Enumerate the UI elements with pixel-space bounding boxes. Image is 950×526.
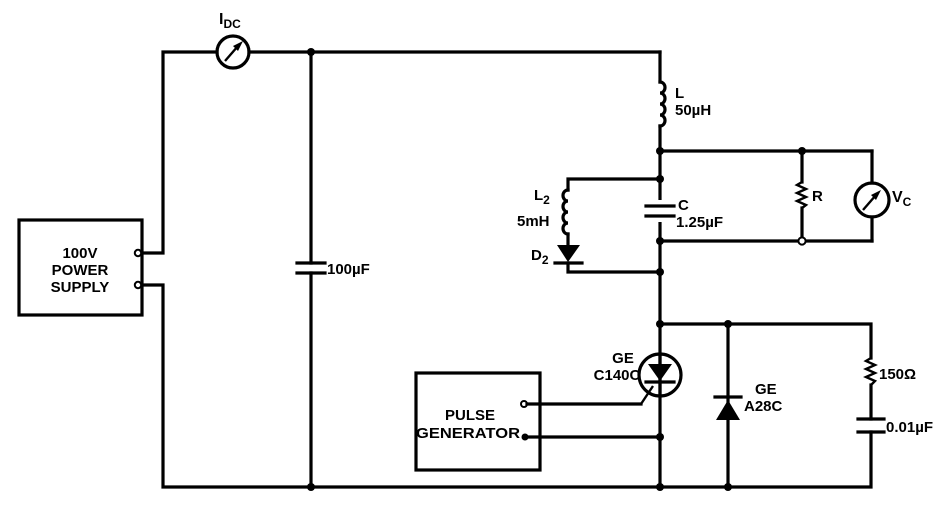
scr-triangle [648, 364, 672, 381]
resistor-r-zigzag [794, 180, 809, 209]
ammeter-label: IDC [219, 11, 241, 31]
node-scr-cathode [656, 433, 664, 441]
snubber-resistor-zigzag [863, 356, 878, 386]
node-bottom-scr [656, 483, 664, 491]
power-supply-label-2: POWER [52, 262, 109, 279]
wire-supply-positive [137, 50, 219, 255]
inductor-l-coil [658, 80, 667, 128]
scr-part: C140C [594, 367, 641, 384]
cap-c-value: 1.25µF [676, 214, 723, 231]
terminal-supply-negative [133, 280, 143, 290]
diode-d2-triangle [557, 245, 580, 262]
pulse-generator-box [414, 371, 542, 472]
filter-cap-value: 100µF [327, 261, 370, 278]
node-bottom-filter [307, 483, 315, 491]
filter-capacitor: 100µF [295, 50, 370, 489]
l2-d2-branch: L2 5mH D2 [517, 177, 662, 274]
cap-c-name: C [678, 197, 689, 214]
diode-a28c-part: A28C [744, 398, 783, 415]
power-supply-box [17, 218, 144, 317]
node-bottom-diode [724, 483, 732, 491]
inductor-l2-name: L2 [534, 187, 550, 207]
wire-snubber-top [658, 322, 873, 360]
inductor-l-name: L [675, 85, 684, 102]
voltmeter-label: VC [892, 189, 912, 209]
power-supply: 100V POWER SUPPLY [17, 218, 144, 317]
capacitor-c: C 1.25µF [644, 197, 723, 231]
pulse-generator-label-2: GENERATOR [416, 425, 520, 442]
snubber-cap-value: 0.01µF [886, 419, 933, 436]
inductor-l2-value: 5mH [517, 213, 550, 230]
inductor-l2-coil [561, 188, 570, 236]
snubber-resistor-value: 150Ω [879, 366, 916, 383]
pulse-generator-label-1: PULSE [445, 407, 495, 424]
terminal-supply-positive [133, 248, 143, 258]
resistor-r-name: R [812, 188, 823, 205]
power-supply-label-1: 100V [62, 245, 97, 262]
ammeter-arrow-icon [233, 41, 243, 51]
inductor-l: L 50µH [658, 50, 711, 326]
pulse-generator: PULSE GENERATOR [414, 371, 542, 472]
snubber: 150Ω 0.01µF [658, 356, 933, 489]
load-branch: R VC [658, 147, 912, 246]
diode-a28c-triangle [716, 400, 740, 420]
scr-c140c: GE C140C [594, 322, 683, 489]
wire-supply-negative [137, 283, 662, 489]
diode-a28c-make: GE [755, 381, 777, 398]
dc-ammeter: IDC [215, 11, 251, 70]
scr-gate-lead [640, 385, 654, 405]
voltmeter-body [853, 181, 891, 219]
diode-d2-name: D2 [531, 247, 549, 267]
diode-a28c: GE A28C [713, 322, 783, 489]
scr-make: GE [612, 350, 634, 367]
power-supply-label-3: SUPPLY [51, 279, 110, 296]
voltmeter-arrow-icon [871, 190, 881, 200]
inductor-l-value: 50µH [675, 102, 711, 119]
node-r-bottom [797, 236, 807, 246]
